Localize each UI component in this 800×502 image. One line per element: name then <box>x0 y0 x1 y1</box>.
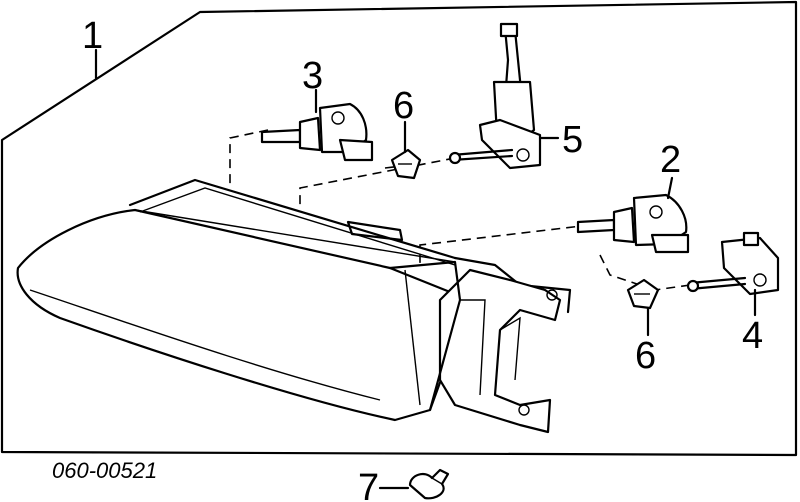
callout-2: 2 <box>660 139 681 181</box>
callout-6-lower: 6 <box>635 335 656 377</box>
clip-lower <box>626 278 660 310</box>
screw-part <box>408 468 450 500</box>
part-code: 060-00521 <box>52 458 157 483</box>
callout-4: 4 <box>742 315 763 357</box>
callout-3: 3 <box>302 55 323 97</box>
bulb-left <box>260 102 374 162</box>
callout-7: 7 <box>358 467 379 502</box>
callout-leaders <box>94 48 757 490</box>
callout-1: 1 <box>82 15 103 57</box>
callout-5: 5 <box>562 119 583 161</box>
adjuster-upper <box>448 22 542 170</box>
bulb-right <box>576 193 690 254</box>
clip-upper <box>390 148 422 180</box>
callout-6-upper: 6 <box>393 85 414 127</box>
headlamp-housing <box>16 178 572 434</box>
adjuster-lower <box>686 231 780 296</box>
assembly-boundary <box>0 0 798 457</box>
